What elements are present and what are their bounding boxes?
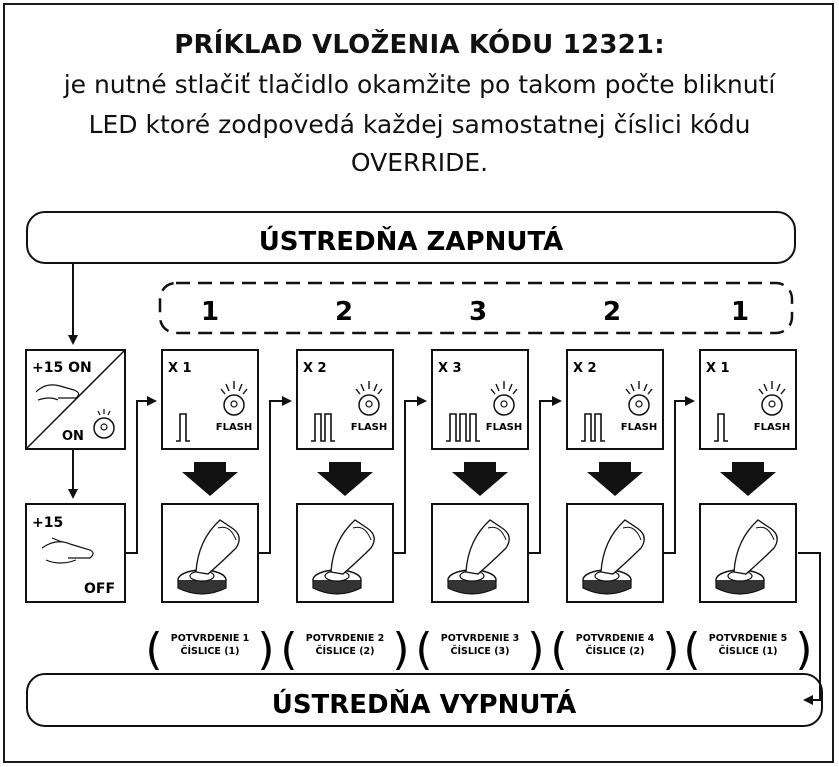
step-connector — [258, 396, 292, 554]
code-digit: 1 — [201, 297, 219, 327]
arrow-down-icon — [587, 462, 643, 496]
paren-left: ( — [683, 624, 700, 675]
flash-led-icon — [758, 381, 786, 416]
code-digit: 3 — [469, 297, 487, 327]
flash-led-icon — [355, 381, 383, 416]
finger-press-icon — [177, 519, 240, 595]
led-blink-icon — [311, 413, 335, 442]
blink-count: X 1 — [706, 361, 730, 376]
start-top-label: +15 ON — [32, 360, 92, 376]
flash-label: FLASH — [216, 422, 253, 433]
code-digits-box — [158, 281, 794, 335]
step-connector — [528, 396, 562, 554]
confirm-line-2: ČÍSLICE (1) — [719, 645, 778, 657]
start-bottom-label: ON — [62, 429, 84, 444]
flash-label: FLASH — [754, 422, 791, 433]
flash-led-icon — [93, 409, 115, 439]
flash-led-icon — [220, 381, 248, 416]
flash-led-icon — [490, 381, 518, 416]
paren-left: ( — [145, 624, 162, 675]
led-blink-icon — [581, 413, 605, 442]
paren-right: ) — [392, 624, 409, 675]
flash-led-icon — [625, 381, 653, 416]
blink-count: X 2 — [573, 361, 597, 376]
confirm-line-2: ČÍSLICE (2) — [316, 645, 375, 657]
instruction-line-1: je nutné stlačiť tlačidlo okamžite po ta… — [63, 70, 776, 99]
paren-right: ) — [662, 624, 679, 675]
outer-frame — [3, 3, 834, 763]
off-bottom-label: OFF — [84, 581, 115, 597]
connector-to-off-box — [798, 552, 821, 705]
confirm-line-1: POTVRDENIE 4 — [576, 633, 655, 644]
confirm-line-1: POTVRDENIE 3 — [441, 633, 519, 644]
blink-count: X 2 — [303, 361, 327, 376]
instruction-line-2: LED ktoré zodpovedá každej samostatnej č… — [88, 110, 751, 139]
blink-count: X 1 — [168, 361, 192, 376]
arrow-down-icon — [720, 462, 776, 496]
finger-press-icon — [312, 519, 375, 595]
finger-press-icon — [582, 519, 645, 595]
step-connector — [663, 396, 695, 554]
flash-label: FLASH — [621, 422, 658, 433]
confirm-line-1: POTVRDENIE 2 — [306, 633, 384, 644]
hand-key-icon — [41, 537, 94, 564]
arrow-down-icon — [317, 462, 373, 496]
paren-right: ) — [527, 624, 544, 675]
arrow-down-icon — [182, 462, 238, 496]
flash-label: FLASH — [351, 422, 388, 433]
off-panel: +15 OFF — [25, 503, 126, 603]
blink-count: X 3 — [438, 361, 462, 376]
code-digit: 2 — [603, 297, 621, 327]
paren-right: ) — [257, 624, 274, 675]
paren-right: ) — [795, 624, 812, 675]
code-digit: 1 — [731, 297, 749, 327]
code-digit: 2 — [335, 297, 353, 327]
confirm-line-1: POTVRDENIE 1 — [171, 633, 249, 644]
instruction-line-3: OVERRIDE. — [350, 148, 489, 177]
paren-left: ( — [280, 624, 297, 675]
page-title: PRÍKLAD VLOŽENIA KÓDU 12321: — [174, 30, 665, 60]
led-blink-icon — [446, 413, 480, 442]
paren-left: ( — [415, 624, 432, 675]
paren-left: ( — [550, 624, 567, 675]
confirm-line-2: ČÍSLICE (3) — [451, 645, 510, 657]
confirm-line-1: POTVRDENIE 5 — [709, 633, 787, 644]
flash-label: FLASH — [486, 422, 523, 433]
central-on-box — [26, 211, 796, 264]
confirm-line-2: ČÍSLICE (1) — [181, 645, 240, 657]
off-top-label: +15 — [32, 515, 63, 531]
led-blink-icon — [714, 413, 728, 442]
confirm-line-2: ČÍSLICE (2) — [586, 645, 645, 657]
central-off-box — [26, 673, 823, 727]
finger-press-icon — [447, 519, 510, 595]
finger-press-icon — [715, 519, 778, 595]
connector-off-to-step1 — [125, 396, 157, 554]
arrow-down-icon — [452, 462, 508, 496]
hand-key-icon — [35, 384, 80, 401]
led-blink-icon — [176, 413, 190, 442]
start-panel: +15 ON ON — [25, 349, 126, 450]
step-connector — [393, 396, 427, 554]
central-on-label: ÚSTREDŇA ZAPNUTÁ — [259, 225, 564, 257]
central-off-label: ÚSTREDŇA VYPNUTÁ — [272, 688, 577, 720]
